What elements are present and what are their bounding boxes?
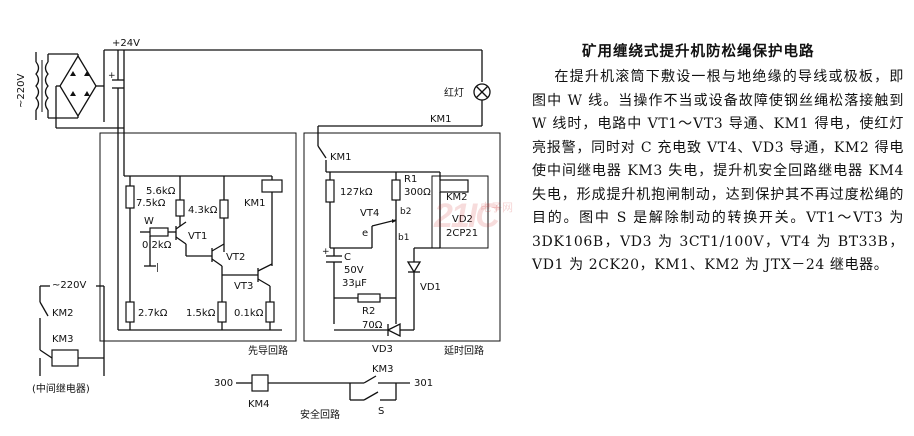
vt3-label: VT3	[234, 281, 253, 292]
vd2-part-label: 2CP21	[446, 228, 478, 239]
ujt-e-label: e	[362, 228, 368, 239]
cap-value-label: 33μF	[342, 278, 367, 289]
r2-label: R2	[362, 306, 375, 317]
resistor-127k	[325, 179, 335, 203]
vd3-label: VD3	[372, 344, 393, 355]
thyristor-vd3	[386, 322, 401, 338]
circuit-schematic: ~220V + +24V 红灯 KM1 5.6kΩ	[16, 38, 501, 421]
km2-contact-label: KM2	[52, 308, 74, 319]
delay-circuit-label: 延时回路	[444, 344, 484, 357]
km3-contact-label: KM3	[372, 364, 394, 375]
km1-delay-contact-label: KM1	[330, 152, 352, 163]
resistor-4-3k	[219, 199, 229, 219]
r-2-7k-label: 2.7kΩ	[138, 308, 168, 319]
relay-km1-coil	[261, 179, 283, 193]
delay-circuit-box	[303, 132, 501, 342]
r1-label: R1	[404, 174, 417, 185]
r-127k-label: 127kΩ	[340, 187, 373, 198]
ujt-b1-label: b1	[398, 233, 409, 243]
resistor-r2	[357, 293, 381, 303]
cap-c-label: C	[344, 252, 351, 263]
pilot-circuit-label: 先导回路	[248, 344, 288, 357]
relay-km2-coil	[439, 179, 469, 193]
transistor-vt1	[175, 221, 187, 256]
pot-label: 0.2kΩ	[142, 240, 172, 251]
red-lamp	[473, 83, 491, 101]
supply-ac-label: ~220V	[16, 74, 27, 108]
km1-coil-label: KM1	[244, 198, 266, 209]
safety-circuit-label: 安全回路	[300, 408, 340, 421]
resistor-7-5k	[175, 199, 185, 217]
ujt-b2-label: b2	[400, 207, 411, 217]
km3-note-label: (中间继电器)	[32, 382, 90, 395]
r-0-1k-label: 0.1kΩ	[234, 308, 264, 319]
r-1-5k-label: 1.5kΩ	[186, 308, 216, 319]
resistor-r1	[391, 179, 401, 201]
r2-value-label: 70Ω	[362, 320, 383, 331]
page-title: 矿用缠绕式提升机防松绳保护电路	[582, 43, 815, 60]
transformer	[35, 52, 49, 120]
r-7-5k-label: 7.5kΩ	[136, 198, 166, 209]
diode-vd1	[406, 261, 422, 274]
vd1-label: VD1	[420, 282, 441, 293]
vt1-label: VT1	[188, 231, 207, 242]
t301-label: 301	[414, 378, 433, 389]
bridge-rectifier	[48, 50, 124, 129]
km1-top-contact-label: KM1	[430, 114, 452, 125]
description-panel: 矿用缠绕式提升机防松绳保护电路 在提升机滚筒下敷设一根与地绝缘的导线或极板，即图…	[532, 40, 904, 278]
svg-text:+: +	[108, 71, 116, 81]
km4-label: KM4	[248, 399, 270, 410]
vt4-label: VT4	[360, 208, 379, 219]
r-4-3k-label: 4.3kΩ	[188, 205, 218, 216]
description-text: 在提升机滚筒下敷设一根与地绝缘的导线或极板，即图中 W 线。当操作不当或设备故障…	[532, 69, 904, 273]
cap-voltage-label: 50V	[344, 265, 364, 276]
switch-s-label: S	[378, 406, 384, 417]
km3-supply-label: ~220V	[52, 280, 86, 291]
filter-capacitor: +	[104, 49, 124, 128]
relay-km3-coil	[51, 349, 79, 367]
transistor-vt2	[186, 243, 225, 267]
resistor-2-7k	[125, 301, 135, 323]
resistor-1-5k	[217, 301, 227, 323]
ujt-vt4	[371, 208, 397, 232]
km3-coil-label: KM3	[52, 334, 74, 345]
r1-value-label: 300Ω	[404, 187, 431, 198]
w-label: W	[144, 216, 154, 227]
r-5-6k-label: 5.6kΩ	[146, 186, 176, 197]
resistor-0-1k	[265, 301, 275, 323]
supply-dc-label: +24V	[112, 38, 140, 49]
svg-text:+: +	[322, 247, 330, 257]
t300-label: 300	[214, 378, 233, 389]
km2-coil-label: KM2	[446, 192, 468, 203]
watermark-logo: 21IC	[434, 197, 500, 235]
transistor-vt3	[221, 263, 273, 287]
watermark-site: 电子网	[480, 201, 513, 214]
potentiometer-0-2k	[149, 227, 169, 237]
svg-text:|: |	[156, 263, 159, 273]
resistor-5-6k	[125, 185, 135, 209]
red-lamp-label: 红灯	[444, 86, 464, 99]
km2-vd2-group	[431, 175, 489, 249]
vd2-label: VD2	[452, 214, 473, 225]
relay-km4-coil	[251, 374, 269, 392]
vt2-label: VT2	[226, 252, 245, 263]
pilot-circuit-box	[99, 132, 297, 342]
